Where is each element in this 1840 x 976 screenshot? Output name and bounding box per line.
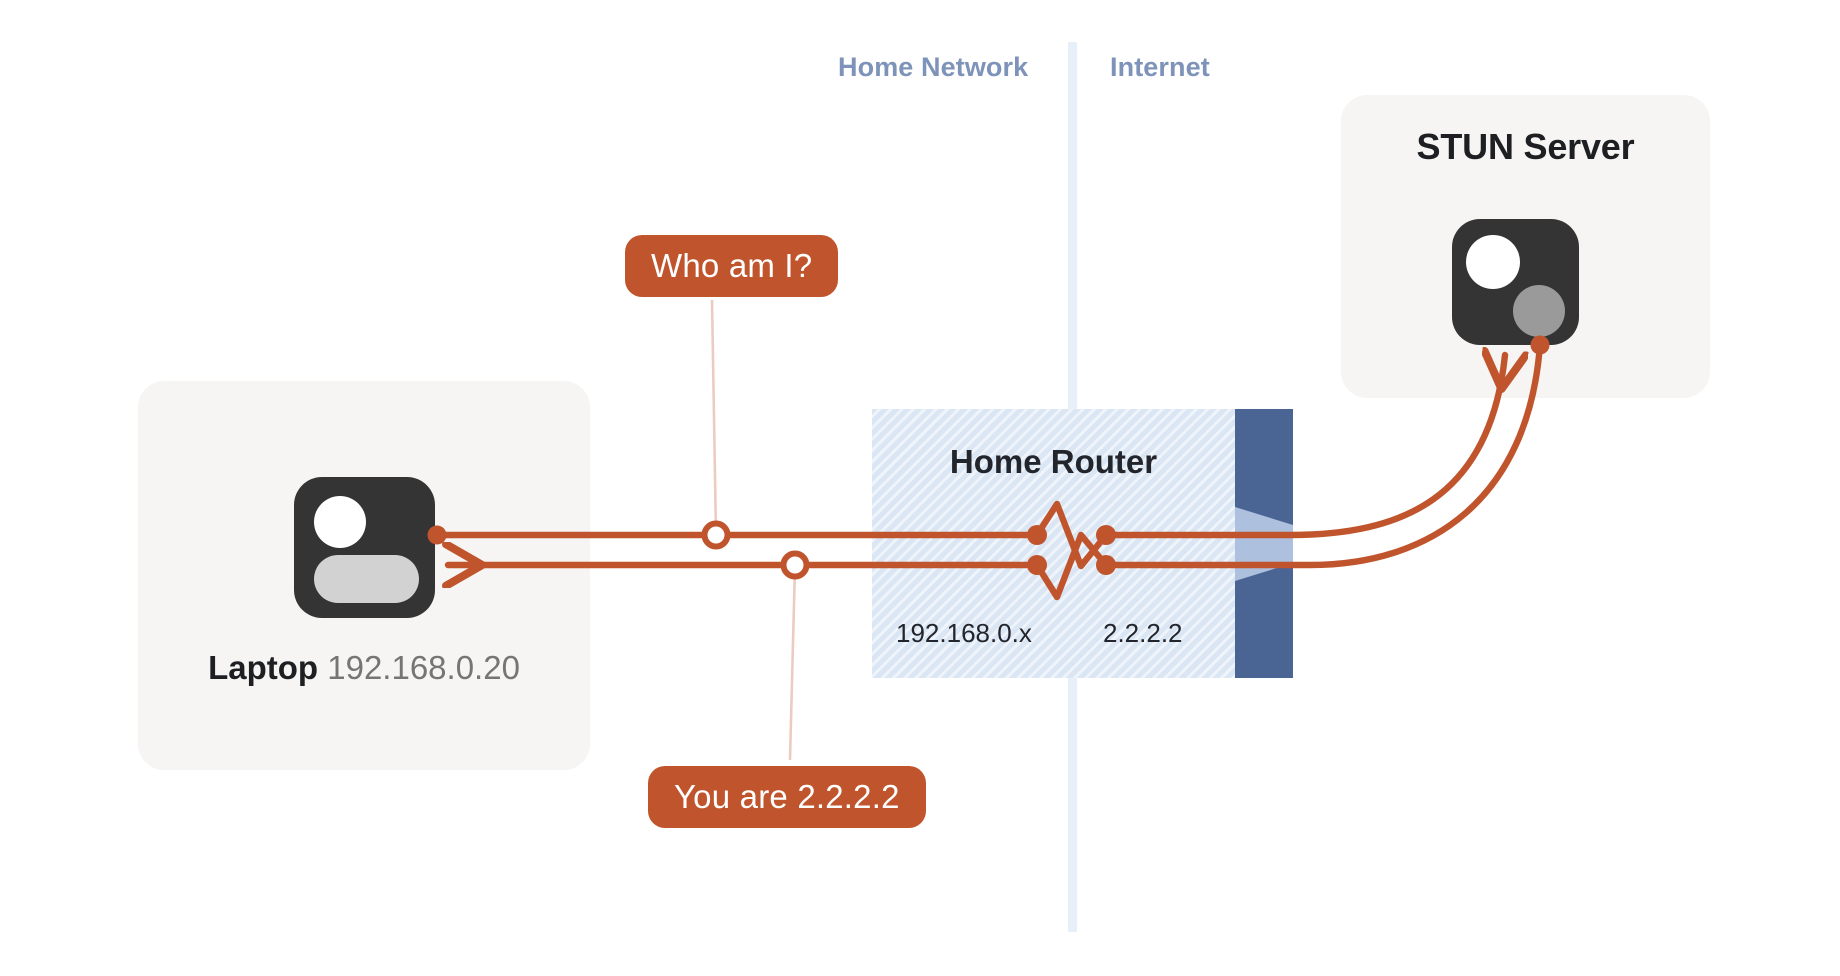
waypoint-marker-request: [701, 520, 731, 550]
speech-bubble-response[interactable]: You are 2.2.2.2: [648, 766, 926, 828]
server-device-icon: [1452, 219, 1579, 345]
speech-bubble-request[interactable]: Who am I?: [625, 235, 839, 297]
home-router-block[interactable]: Home Router 192.168.0.x 2.2.2.2: [872, 409, 1293, 678]
laptop-name: Laptop: [208, 649, 319, 686]
router-wan-ip: 2.2.2.2: [1103, 618, 1183, 648]
router-lan-ip: 192.168.0.x: [896, 618, 1032, 648]
laptop-icon-screen-dot: [314, 496, 366, 548]
laptop-ip-address: 192.168.0.20: [327, 649, 520, 686]
bubble-leader-response: [788, 564, 797, 761]
zone-label-internet: Internet: [1110, 52, 1210, 82]
waypoint-marker-response: [780, 550, 810, 580]
router-panel-pinch-shape: [1235, 507, 1293, 581]
router-wan-panel: [1235, 409, 1293, 678]
laptop-device-icon: [294, 477, 435, 618]
zone-label-home-network: Home Network: [838, 52, 1029, 82]
laptop-icon-keyboard-bar: [314, 555, 419, 603]
laptop-caption: Laptop 192.168.0.20: [138, 649, 590, 687]
home-router-title: Home Router: [949, 443, 1158, 480]
stun-server-title: STUN Server: [1416, 126, 1635, 167]
server-icon-secondary-dot: [1513, 285, 1565, 337]
server-icon-primary-dot: [1466, 235, 1520, 289]
bubble-leader-request: [710, 299, 718, 536]
